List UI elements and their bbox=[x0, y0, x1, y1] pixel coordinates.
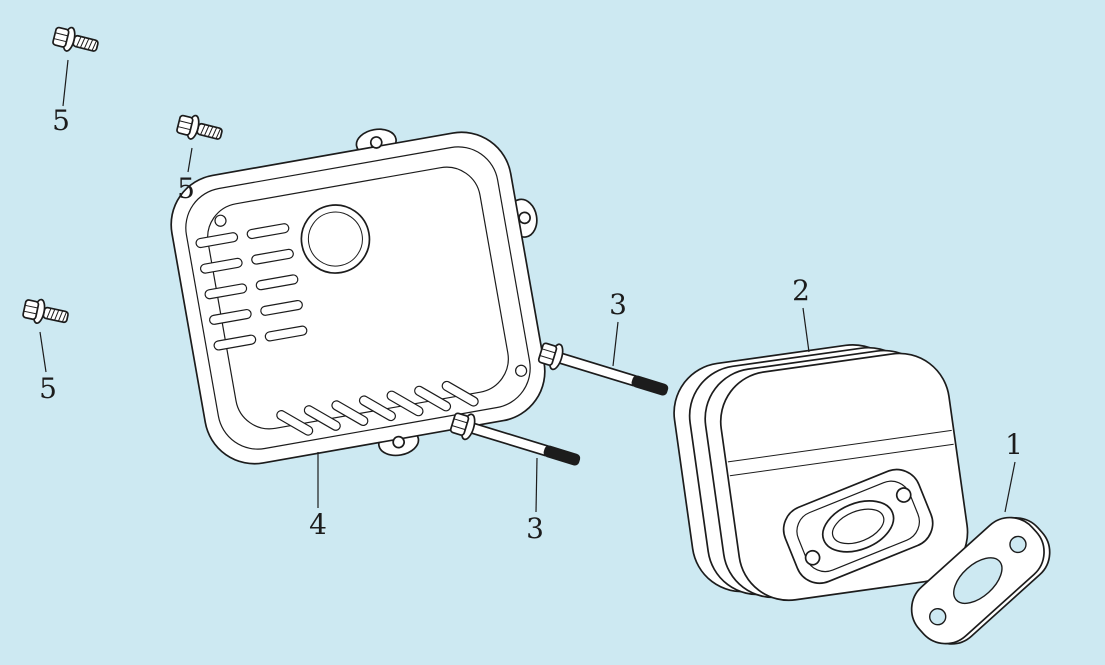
muffler-exhaust-flange bbox=[782, 468, 934, 585]
callout-label-5-left: 5 bbox=[39, 372, 57, 405]
callouts: 5 5 5 4 3 3 2 1 bbox=[39, 59, 1023, 545]
flange-bolt-hole bbox=[895, 487, 912, 503]
callout-label-4: 4 bbox=[309, 508, 327, 541]
ear-hole bbox=[518, 211, 531, 225]
leader-line-5-top bbox=[62, 59, 69, 107]
part-muffler bbox=[673, 343, 969, 602]
part-long-bolt-lower bbox=[448, 408, 584, 475]
leader-line-3-upper bbox=[612, 321, 619, 367]
callout-label-5-top: 5 bbox=[52, 104, 70, 137]
leader-line-1 bbox=[1004, 461, 1016, 513]
gasket-bolt-hole bbox=[1009, 535, 1027, 554]
ear-hole bbox=[369, 136, 383, 149]
part-long-bolt-upper bbox=[536, 338, 672, 405]
part-flange-bolt-mid bbox=[174, 111, 225, 147]
leader-line-5-left bbox=[39, 331, 47, 373]
ear-hole bbox=[392, 435, 405, 449]
part-flange-bolt-left bbox=[21, 295, 71, 330]
vent-slots-side bbox=[195, 223, 308, 351]
part-gasket bbox=[910, 516, 1051, 645]
rim-boss bbox=[515, 364, 528, 377]
gasket-port-hole bbox=[953, 557, 1003, 605]
callout-label-1: 1 bbox=[1005, 428, 1023, 461]
flange-bolt-hole bbox=[804, 549, 821, 566]
callout-label-3-upper: 3 bbox=[609, 288, 627, 321]
leader-line-5-mid bbox=[187, 147, 193, 173]
callout-label-3-lower: 3 bbox=[526, 512, 544, 545]
leader-line-3-lower bbox=[535, 457, 538, 513]
callout-label-5-mid: 5 bbox=[177, 172, 195, 205]
exhaust-port-inner bbox=[831, 508, 885, 545]
leader-line-2 bbox=[802, 307, 810, 353]
gasket-bolt-hole bbox=[929, 608, 947, 626]
part-flange-bolt-top bbox=[50, 23, 101, 59]
rim-boss bbox=[214, 214, 227, 227]
cover-pilot-hole bbox=[300, 204, 371, 274]
callout-label-2: 2 bbox=[792, 274, 810, 307]
part-muffler-cover bbox=[170, 128, 546, 465]
vent-slots-bottom bbox=[276, 380, 479, 436]
muffler-seam bbox=[727, 429, 954, 477]
